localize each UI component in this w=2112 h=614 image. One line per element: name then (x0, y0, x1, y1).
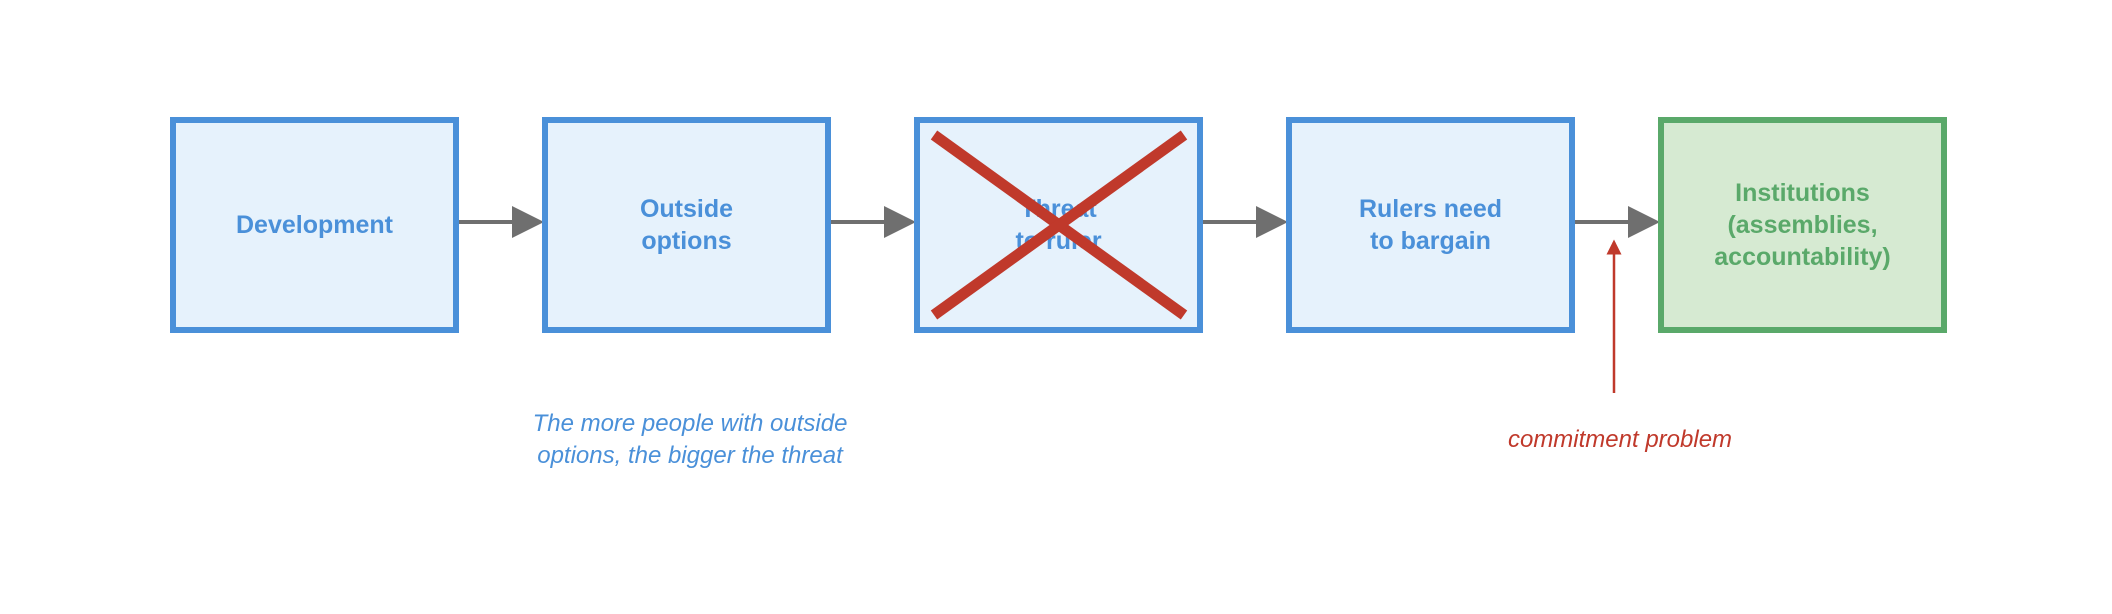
institutions-box: Institutions (assemblies, accountability… (1658, 117, 1947, 333)
institutions-label: Institutions (assemblies, accountability… (1714, 179, 1891, 271)
threat-to-ruler-box: Threat to ruler (914, 117, 1203, 333)
commitment-problem-annotation: commitment problem (1507, 426, 1733, 453)
threat-to-ruler-label: Threat to ruler (1015, 195, 1102, 255)
rulers-need-to-bargain-box: Rulers need to bargain (1286, 117, 1575, 333)
outside-options-box: Outside options (542, 117, 831, 333)
rulers-need-to-bargain-label: Rulers need to bargain (1358, 195, 1503, 255)
outside-options-label: Outside options (639, 195, 734, 255)
development-box: Development (170, 117, 459, 333)
development-label: Development (236, 211, 393, 239)
threat-annotation: The more people with outside options, th… (532, 410, 848, 469)
